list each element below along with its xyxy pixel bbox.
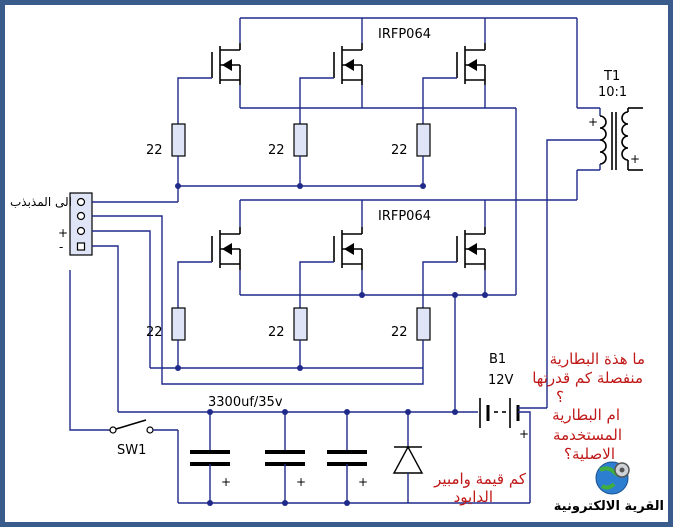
resistor-r2-value: 22 — [268, 143, 285, 158]
battery-plus: + — [519, 427, 529, 441]
resistor-r6 — [416, 307, 431, 341]
resistor-r4-value: 22 — [146, 325, 163, 340]
resistor-r6-value: 22 — [391, 325, 408, 340]
battery-note-line-6: الاصلية؟ — [564, 445, 615, 463]
capacitor-c2 — [265, 412, 305, 506]
mosfet-bottom-label: IRFP064 — [378, 209, 431, 224]
mosfet-top-label: IRFP064 — [378, 27, 431, 42]
transformer-secondary-plus: + — [630, 152, 640, 166]
transformer-ratio: 10:1 — [598, 85, 627, 100]
power-section — [109, 292, 547, 506]
transformer-primary-plus: + — [588, 115, 598, 129]
connector-label: الى المذبذب — [10, 195, 72, 209]
resistor-r3-value: 22 — [391, 143, 408, 158]
resistor-r1-value: 22 — [146, 143, 163, 158]
resistor-r1 — [171, 123, 186, 157]
transformer-t1 — [546, 107, 643, 408]
battery-note-line-2: منفصلة كم قدرتها — [532, 369, 643, 387]
top-mosfet-bank — [171, 17, 600, 295]
transformer-name: T1 — [603, 69, 620, 84]
resistor-r3 — [416, 123, 431, 157]
oscillator-connector — [69, 192, 424, 431]
mosfet-q3 — [456, 43, 486, 85]
resistor-r2 — [293, 123, 308, 157]
battery-note-line-4: ام البطارية — [552, 406, 620, 424]
mosfet-q6 — [456, 227, 486, 270]
mosfet-q4 — [211, 227, 241, 270]
capacitor-value: 3300uf/35v — [208, 395, 283, 410]
switch-sw1 — [109, 419, 179, 503]
battery-voltage: 12V — [488, 373, 514, 388]
resistor-r5 — [293, 307, 308, 341]
diode-note-line-1: كم قيمة وامبير — [433, 470, 527, 488]
mosfet-q5 — [333, 227, 363, 270]
capacitor-c3-plus: + — [358, 475, 368, 489]
capacitor-c1-plus: + — [221, 475, 231, 489]
diode-d1 — [392, 412, 424, 503]
capacitor-c1 — [190, 412, 230, 506]
logo-text: القرية الالكترونية — [554, 499, 664, 514]
bottom-mosfet-bank — [150, 169, 600, 371]
connector-minus-pin: - — [59, 240, 63, 254]
resistor-r4 — [171, 307, 186, 341]
mosfet-q2 — [333, 43, 363, 85]
battery-b1 — [455, 398, 547, 430]
battery-note-line-1: ما هذة البطارية — [550, 350, 645, 368]
connector-plus-pin: + — [58, 226, 68, 240]
diode-note-line-2: الدايود — [454, 488, 493, 506]
battery-name: B1 — [489, 352, 506, 367]
globe-gear-icon — [595, 461, 630, 495]
battery-note-line-3: ؟ — [556, 388, 564, 406]
mosfet-q1 — [211, 43, 241, 85]
capacitor-c2-plus: + — [296, 475, 306, 489]
capacitor-c3 — [327, 412, 367, 506]
switch-label: SW1 — [117, 443, 146, 458]
resistor-r5-value: 22 — [268, 325, 285, 340]
battery-note-line-5: المستخدمة — [553, 426, 622, 444]
